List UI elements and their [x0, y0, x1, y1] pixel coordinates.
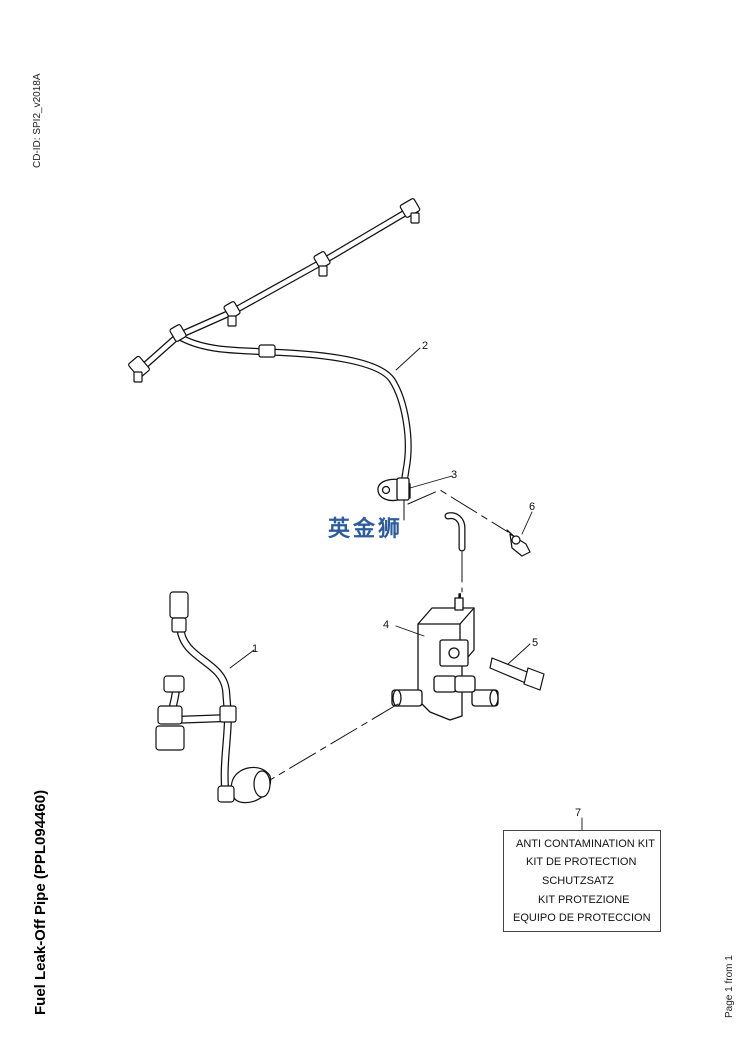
leak-off-pipe: [128, 198, 421, 494]
callout-7: 7: [575, 807, 581, 819]
callout-1: 1: [252, 643, 258, 655]
bolt-part-6: [506, 529, 531, 557]
kit-line-es: EQUIPO DE PROTECCION: [513, 912, 651, 924]
callout-6: 6: [529, 501, 535, 513]
watermark-logo: 英金狮: [328, 517, 404, 542]
kit-line-de: SCHUTZSATZ: [542, 875, 614, 887]
bolt-part-5: [489, 657, 545, 691]
routing-lines: [269, 489, 509, 781]
kit-line-fr: KIT DE PROTECTION: [526, 856, 637, 868]
return-hose-assembly: [155, 591, 272, 804]
callout-2: 2: [422, 340, 428, 352]
anti-contamination-kit-box: ANTI CONTAMINATION KIT KIT DE PROTECTION…: [503, 830, 661, 932]
callout-5: 5: [532, 637, 538, 649]
valve-block: [391, 593, 499, 721]
pipe-bracket: [377, 477, 411, 502]
callout-4: 4: [383, 619, 389, 631]
leader-lines: [229, 347, 583, 831]
kit-line-it: KIT PROTEZIONE: [538, 894, 630, 906]
injector-connector: [128, 198, 421, 383]
callout-3: 3: [451, 469, 457, 481]
kit-line-en: ANTI CONTAMINATION KIT: [516, 838, 655, 850]
